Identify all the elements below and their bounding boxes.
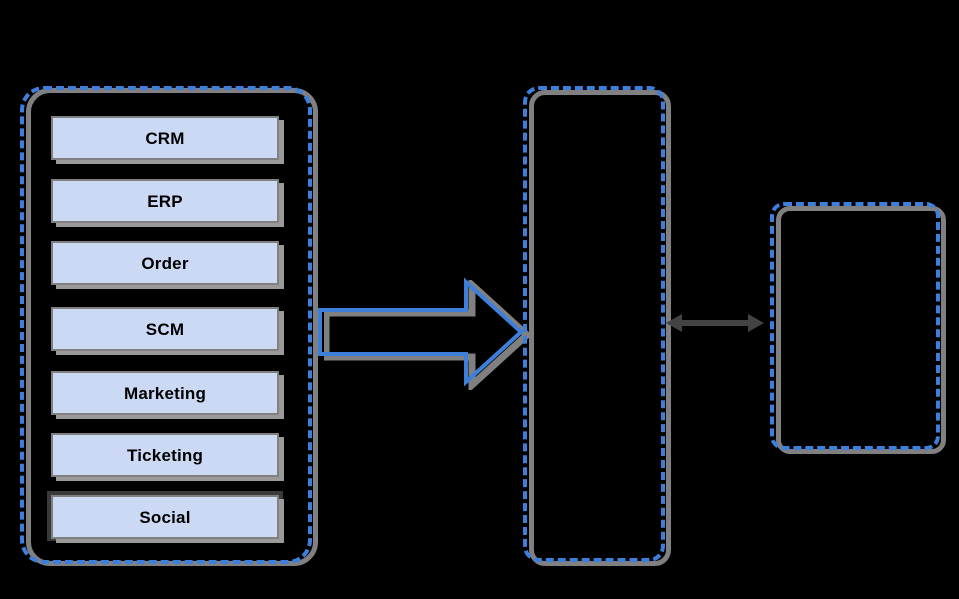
consumer-group[interactable]	[770, 202, 940, 450]
list-item[interactable]: CRM	[51, 116, 279, 160]
processing-group[interactable]	[523, 86, 665, 562]
source-systems-group[interactable]	[20, 86, 312, 564]
list-item-label: SCM	[145, 319, 185, 339]
list-item-label: Ticketing	[126, 445, 204, 465]
consumer-group-shadow	[776, 206, 946, 454]
ingest-arrow-shadow	[324, 280, 533, 390]
list-item-label: Order	[141, 253, 189, 273]
list-item[interactable]: Marketing	[51, 371, 279, 415]
processing-group-shadow	[529, 90, 671, 566]
list-item-label: Social	[139, 507, 191, 527]
list-item[interactable]: Order	[51, 241, 279, 285]
list-item-label: CRM	[145, 128, 185, 148]
list-item[interactable]: SCM	[51, 307, 279, 351]
list-item[interactable]: ERP	[51, 179, 279, 223]
list-item[interactable]: Ticketing	[51, 433, 279, 477]
list-item[interactable]: Social	[51, 495, 279, 539]
bidirectional-connector[interactable]	[660, 303, 770, 343]
ingest-arrow[interactable]	[318, 277, 528, 387]
list-item-label: Marketing	[123, 383, 207, 403]
list-item-label: ERP	[147, 191, 183, 211]
